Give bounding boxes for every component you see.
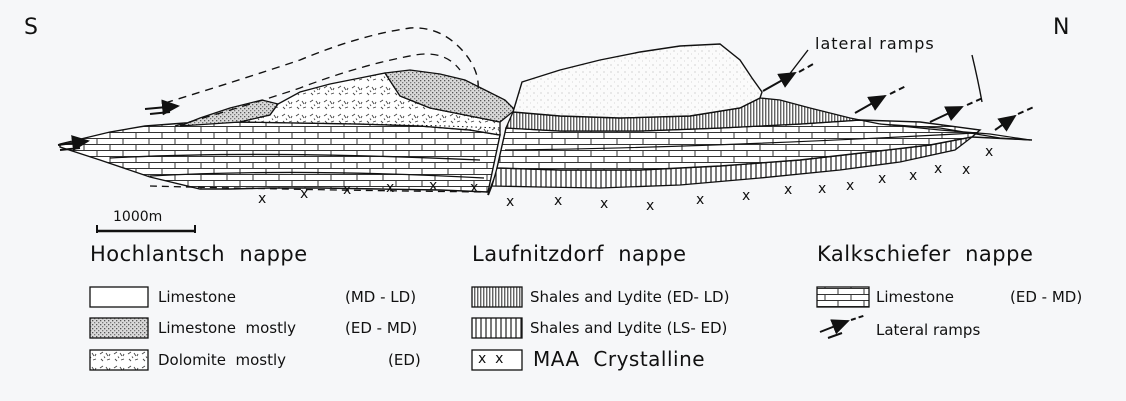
svg-text:x: x bbox=[696, 192, 704, 208]
svg-text:x: x bbox=[934, 161, 942, 177]
svg-text:x: x bbox=[818, 181, 826, 197]
swatch-dolomite bbox=[90, 350, 148, 370]
svg-text:x: x bbox=[506, 194, 514, 210]
svg-text:x: x bbox=[784, 182, 792, 198]
legend-item-label: Dolomite mostly bbox=[158, 353, 286, 368]
swatch-shales-vertical bbox=[472, 318, 522, 338]
annotation-leader bbox=[972, 55, 982, 102]
svg-text:x: x bbox=[985, 144, 993, 160]
crystalline-symbol: x x bbox=[478, 352, 503, 366]
legend-item-code: (ED - MD) bbox=[345, 321, 417, 336]
legend-item-label: Limestone bbox=[158, 290, 236, 305]
svg-text:x: x bbox=[646, 198, 654, 214]
svg-text:x: x bbox=[742, 188, 750, 204]
legend-title-hochlantsch: Hochlantsch nappe bbox=[90, 244, 308, 265]
svg-text:x: x bbox=[878, 171, 886, 187]
svg-text:x: x bbox=[846, 178, 854, 194]
direction-south: S bbox=[24, 17, 38, 39]
svg-text:x: x bbox=[386, 180, 394, 196]
swatch-limestone-blank bbox=[90, 287, 148, 307]
legend-item-label: Limestone bbox=[876, 290, 954, 305]
svg-text:x: x bbox=[962, 162, 970, 178]
legend-title-kalkschiefer: Kalkschiefer nappe bbox=[817, 244, 1033, 265]
annotation-leader bbox=[785, 50, 808, 80]
legend-item-label: Shales and Lydite (ED- LD) bbox=[530, 290, 729, 305]
legend-item-label: MAA Crystalline bbox=[533, 349, 705, 369]
swatch-limestone-stipple bbox=[90, 318, 148, 338]
scale-bar-label: 1000m bbox=[113, 210, 162, 224]
svg-text:x: x bbox=[343, 182, 351, 198]
swatch-brick bbox=[817, 287, 869, 307]
hochlantsch-limestone-dome bbox=[513, 44, 762, 118]
legend-item-label: Shales and Lydite (LS- ED) bbox=[530, 321, 727, 336]
lateral-ramps-annotation: lateral ramps bbox=[815, 36, 935, 52]
svg-text:x: x bbox=[600, 196, 608, 212]
svg-text:x: x bbox=[429, 178, 437, 194]
svg-text:x: x bbox=[470, 180, 478, 196]
swatch-shales-dense bbox=[472, 287, 522, 307]
svg-text:x: x bbox=[300, 186, 308, 202]
legend-item-label: Limestone mostly bbox=[158, 321, 296, 336]
swatch-ramp-arrow bbox=[820, 315, 866, 338]
svg-text:x: x bbox=[258, 191, 266, 207]
svg-text:x: x bbox=[554, 193, 562, 209]
legend-item-code: (MD - LD) bbox=[345, 290, 416, 305]
svg-text:x: x bbox=[909, 168, 917, 184]
direction-north: N bbox=[1053, 17, 1069, 39]
legend-item-code: (ED - MD) bbox=[1010, 290, 1082, 305]
legend-item-label: Lateral ramps bbox=[876, 323, 980, 338]
legend-title-laufnitzdorf: Laufnitzdorf nappe bbox=[472, 244, 687, 265]
legend-item-code: (ED) bbox=[388, 353, 421, 368]
